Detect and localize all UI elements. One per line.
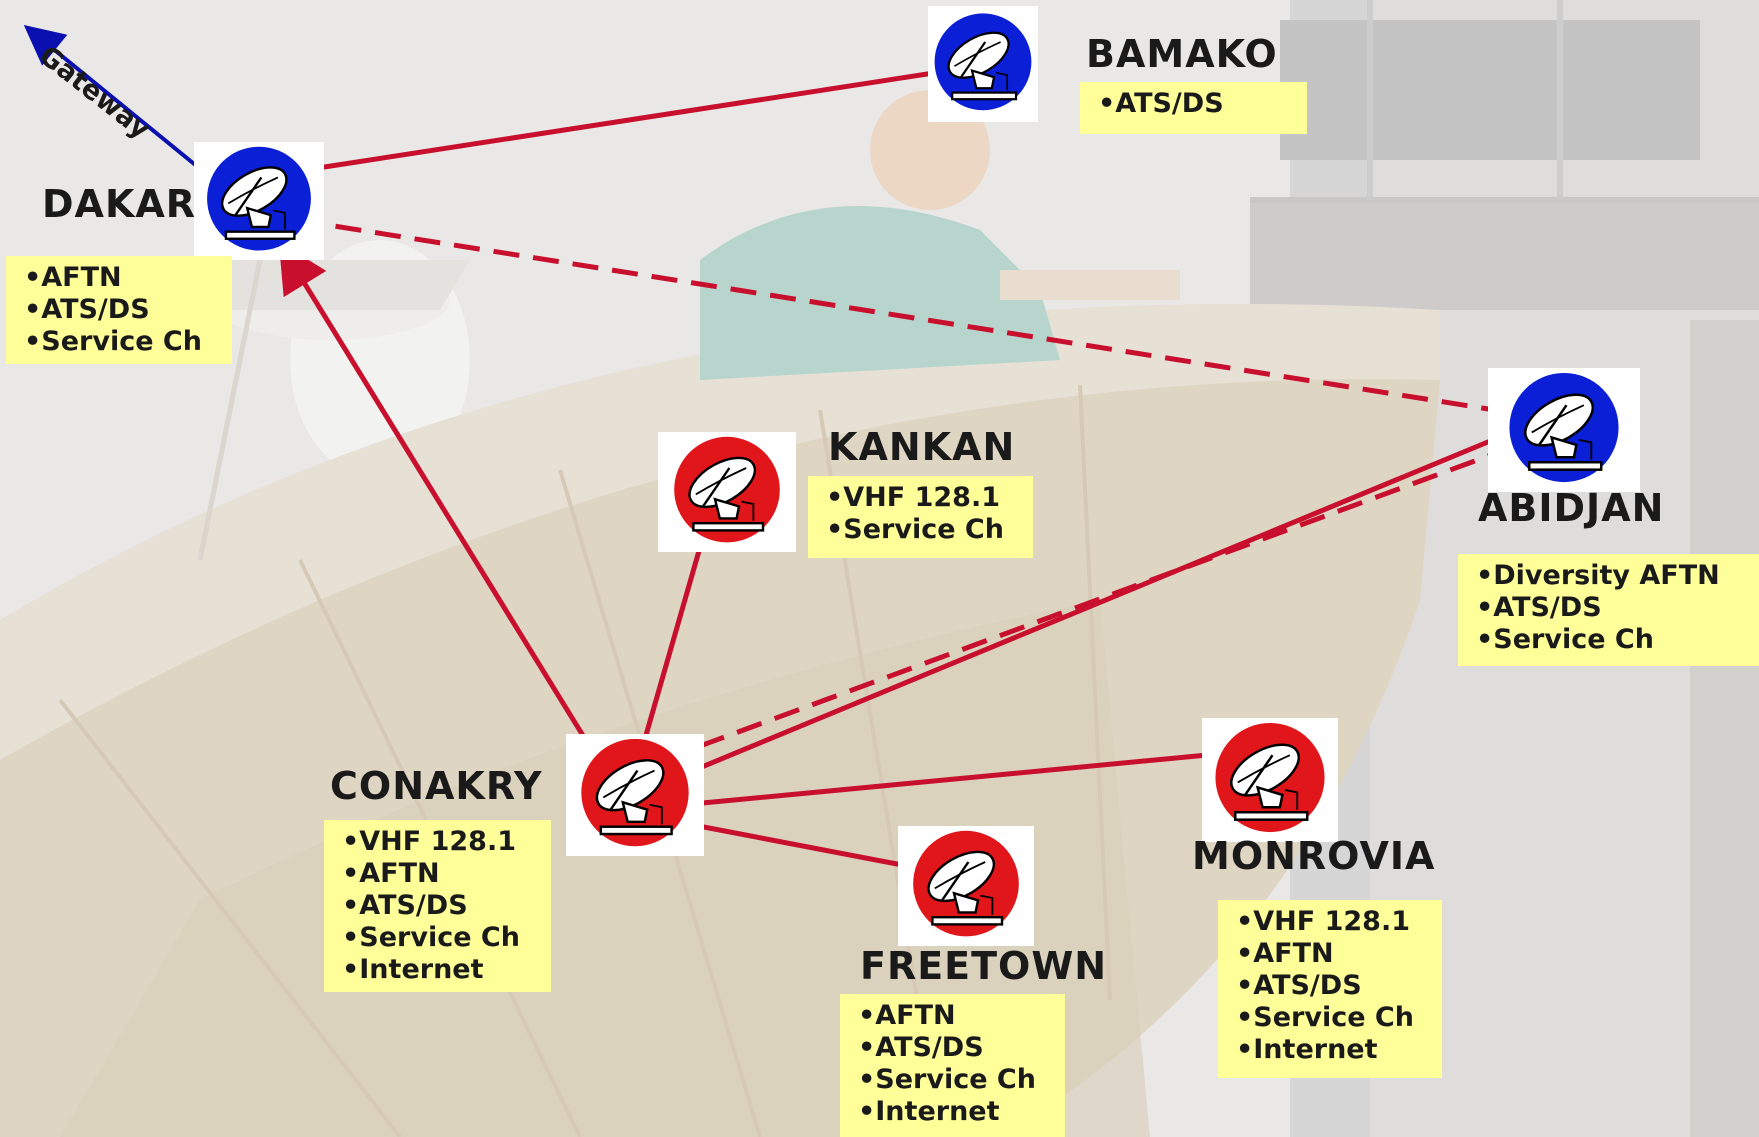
kankan-services-box: VHF 128.1Service Ch xyxy=(808,476,1033,558)
freetown-services-box: AFTNATS/DSService ChInternet xyxy=(840,994,1065,1137)
service-item: ATS/DS xyxy=(1236,970,1430,1002)
service-item: Service Ch xyxy=(342,922,539,954)
service-item: ATS/DS xyxy=(1476,592,1747,624)
service-item: VHF 128.1 xyxy=(1236,906,1430,938)
service-item: Internet xyxy=(342,954,539,986)
service-item: Diversity AFTN xyxy=(1476,560,1747,592)
bamako-satellite-dish-blue-icon xyxy=(928,6,1038,122)
abidjan-satellite-dish-blue-icon xyxy=(1488,368,1640,492)
link-conakry-abidjan-dashed xyxy=(661,445,1511,763)
link-dakar-bamako-solid xyxy=(291,65,967,175)
service-item: ATS/DS xyxy=(1098,88,1295,120)
service-item: AFTN xyxy=(1236,938,1430,970)
kankan-station-name: KANKAN xyxy=(828,425,1016,469)
service-item: VHF 128.1 xyxy=(342,826,539,858)
service-item: Internet xyxy=(1236,1034,1430,1066)
conakry-station-name: CONAKRY xyxy=(330,764,543,808)
abidjan-services-box: Diversity AFTNATS/DSService Ch xyxy=(1458,554,1759,666)
service-item: AFTN xyxy=(858,1000,1053,1032)
bamako-services-box: ATS/DS xyxy=(1080,82,1307,134)
service-item: AFTN xyxy=(342,858,539,890)
gateway-arrow xyxy=(23,24,206,174)
service-item: ATS/DS xyxy=(24,294,220,326)
link-conakry-abidjan-solid xyxy=(679,429,1513,779)
bamako-station-name: BAMAKO xyxy=(1086,32,1278,76)
conakry-services-box: VHF 128.1AFTNATS/DSService ChInternet xyxy=(324,820,551,992)
link-conakry-monrovia-solid xyxy=(691,751,1219,807)
freetown-satellite-dish-red-icon xyxy=(898,826,1034,946)
link-conakry-freetown-solid xyxy=(687,821,919,871)
monrovia-services-box: VHF 128.1AFTNATS/DSService ChInternet xyxy=(1218,900,1442,1078)
service-item: Service Ch xyxy=(1236,1002,1430,1034)
dakar-services-box: AFTNATS/DSService Ch xyxy=(6,256,232,364)
service-item: Internet xyxy=(858,1096,1053,1128)
service-item: Service Ch xyxy=(24,326,220,358)
monrovia-satellite-dish-red-icon xyxy=(1202,718,1338,842)
conakry-satellite-dish-red-icon xyxy=(566,734,704,856)
service-item: Service Ch xyxy=(858,1064,1053,1096)
link-dakar-abidjan-dashed xyxy=(295,217,1521,417)
link-conakry-kankan-solid xyxy=(637,529,708,757)
link-conakry-dakar-solid xyxy=(278,241,601,762)
service-item: ATS/DS xyxy=(858,1032,1053,1064)
service-item: Service Ch xyxy=(1476,624,1747,656)
service-item: AFTN xyxy=(24,262,220,294)
dakar-station-name: DAKAR xyxy=(42,182,197,226)
kankan-satellite-dish-red-icon xyxy=(658,432,796,552)
monrovia-station-name: MONROVIA xyxy=(1192,834,1436,878)
links-group xyxy=(278,65,1521,871)
service-item: ATS/DS xyxy=(342,890,539,922)
service-item: VHF 128.1 xyxy=(826,482,1021,514)
service-item: Service Ch xyxy=(826,514,1021,546)
abidjan-station-name: ABIDJAN xyxy=(1478,486,1665,530)
freetown-station-name: FREETOWN xyxy=(860,944,1108,988)
dakar-satellite-dish-blue-icon xyxy=(194,142,324,260)
